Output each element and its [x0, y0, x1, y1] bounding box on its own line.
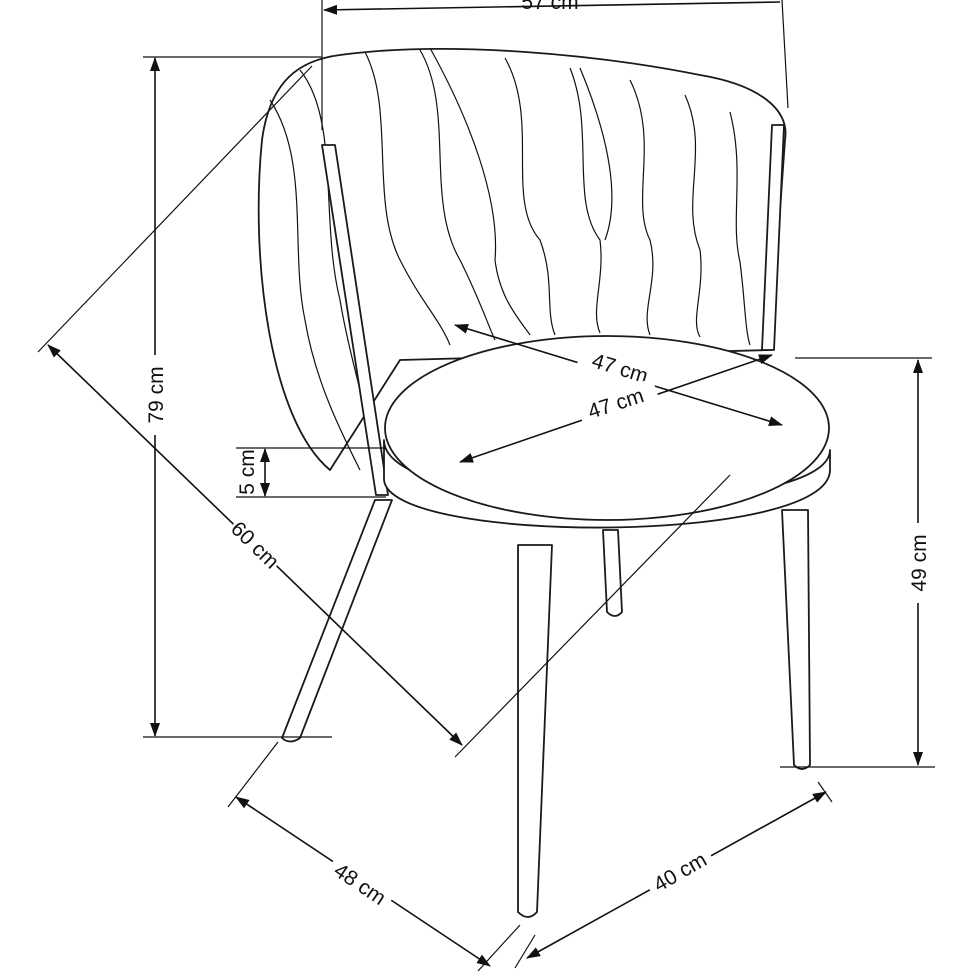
chair-leg-front [517, 544, 553, 918]
dimension-48: 48 cm [227, 741, 521, 971]
dimension-40: 40 cm [514, 781, 833, 969]
dimension-49: 49 cm [780, 357, 935, 768]
dimension-57: 57 cm [321, 0, 789, 130]
chair-leg-back-right [602, 529, 623, 617]
label-40cm: 40 cm [650, 848, 711, 897]
label-57cm: 57 cm [521, 0, 578, 14]
chair-leg-back-left [281, 499, 393, 743]
label-49cm: 49 cm [908, 534, 931, 591]
dimension-60: 60 cm [37, 65, 731, 758]
label-79cm: 79 cm [145, 366, 168, 423]
chair-leg-right [781, 509, 811, 770]
dimension-5: 5 cm [236, 447, 386, 498]
label-5cm: 5 cm [236, 449, 259, 495]
chair-illustration [257, 47, 831, 918]
